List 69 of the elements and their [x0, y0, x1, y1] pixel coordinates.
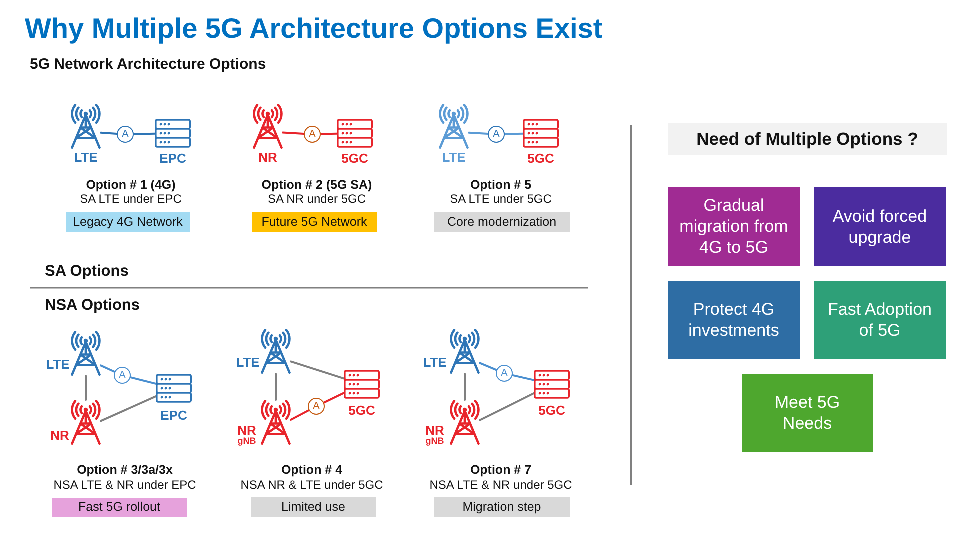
- option-description: SA NR under 5GC: [268, 193, 366, 207]
- option-title: Option # 1 (4G): [86, 178, 176, 192]
- tower-label: NR: [426, 424, 444, 437]
- tower-label: LTE: [442, 151, 466, 164]
- core-label: EPC: [160, 152, 186, 165]
- option-title: Option # 5: [470, 178, 532, 192]
- option-description: SA LTE under EPC: [80, 193, 182, 207]
- connector-line: [100, 364, 116, 373]
- tower-label: LTE: [74, 151, 98, 164]
- interface-circle: A: [304, 126, 321, 143]
- tower-label: NR: [238, 424, 256, 437]
- reason-box: Gradual migration from 4G to 5G: [668, 187, 800, 266]
- connector-line: [504, 132, 524, 136]
- connector-line: [479, 392, 535, 422]
- interface-circle: A: [308, 398, 325, 415]
- tower-label: LTE: [423, 356, 447, 369]
- section-label: NSA Options: [45, 297, 140, 315]
- connector-line: [290, 360, 345, 380]
- option-title: Option # 2 (5G SA): [262, 178, 372, 192]
- tower-label: NR: [50, 429, 70, 442]
- option-description: NSA LTE & NR under 5GC: [430, 479, 572, 493]
- page-title: Why Multiple 5G Architecture Options Exist: [25, 13, 603, 46]
- interface-circle: A: [488, 126, 505, 143]
- section-header: Need of Multiple Options ?: [668, 123, 947, 155]
- connector-line: [133, 132, 156, 136]
- interface-circle: A: [117, 126, 134, 143]
- section-label: SA Options: [45, 263, 129, 281]
- connector-line: [100, 396, 157, 422]
- tower-sublabel: gNB: [238, 437, 256, 446]
- connector-line: [130, 376, 157, 385]
- option-title: Option # 7: [470, 463, 532, 478]
- connector-line: [100, 132, 118, 135]
- interface-circle: A: [496, 365, 513, 382]
- reason-box: Fast Adoption of 5G: [814, 281, 946, 359]
- connector-line: [85, 375, 87, 401]
- tower-label: NR: [258, 151, 278, 164]
- connector-line: [512, 374, 535, 382]
- interface-circle: A: [114, 367, 131, 384]
- category-tag: Legacy 4G Network: [66, 212, 190, 232]
- subtitle: 5G Network Architecture Options: [30, 56, 266, 74]
- connector-line: [479, 362, 498, 372]
- tower-sublabel: gNB: [426, 437, 444, 446]
- connector-line: [275, 373, 277, 401]
- category-tag: Limited use: [251, 497, 376, 517]
- option-title: Option # 4: [281, 463, 343, 478]
- tower-label: LTE: [236, 356, 260, 369]
- category-tag: Fast 5G rollout: [52, 498, 187, 517]
- category-tag: Future 5G Network: [252, 212, 377, 232]
- option-description: NSA LTE & NR under EPC: [54, 479, 196, 493]
- connector-line: [290, 409, 310, 421]
- core-label: 5GC: [348, 404, 376, 417]
- option-description: NSA NR & LTE under 5GC: [240, 479, 384, 493]
- connector-line: [468, 132, 490, 135]
- reason-box: Avoid forced upgrade: [814, 187, 946, 266]
- connector-line: [282, 132, 306, 135]
- category-tag: Migration step: [434, 497, 570, 517]
- option-title: Option # 3/3a/3x: [77, 463, 173, 478]
- connector-line: [320, 132, 338, 136]
- reason-box: Meet 5G Needs: [742, 374, 873, 452]
- core-label: 5GC: [342, 152, 368, 165]
- category-tag: Core modernization: [434, 212, 570, 232]
- connector-line: [323, 392, 345, 404]
- connector-line: [464, 373, 466, 401]
- core-label: 5GC: [528, 152, 554, 165]
- tower-label: LTE: [46, 358, 70, 371]
- core-label: 5GC: [538, 404, 566, 417]
- core-label: EPC: [160, 409, 188, 422]
- reason-box: Protect 4G investments: [668, 281, 800, 359]
- option-description: SA LTE under 5GC: [450, 193, 552, 207]
